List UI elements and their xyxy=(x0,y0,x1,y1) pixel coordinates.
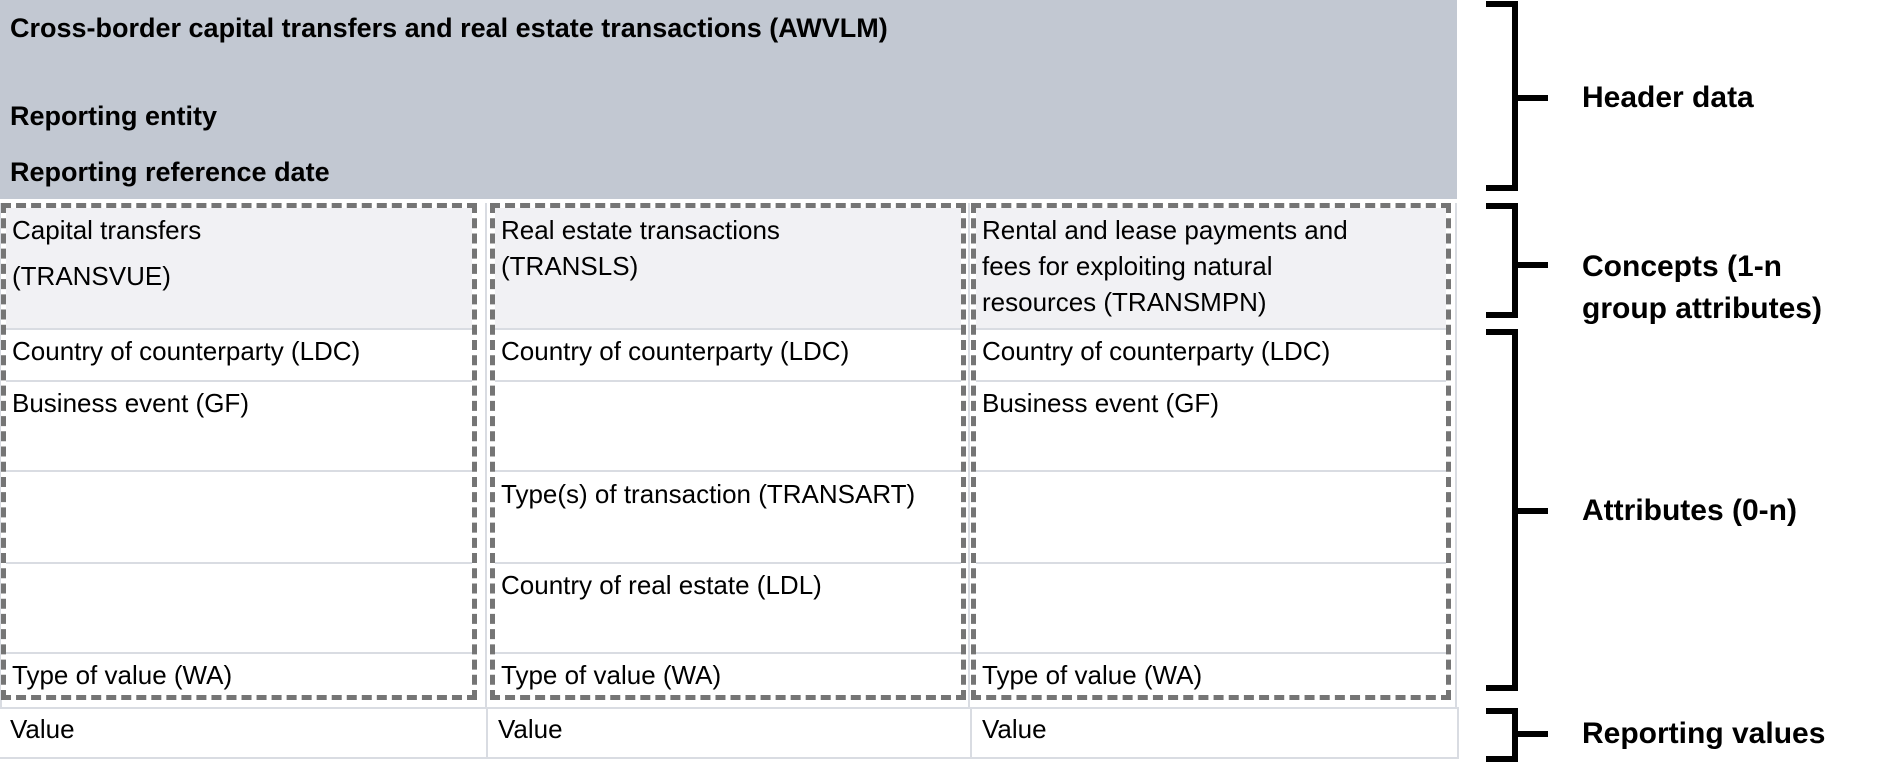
attribute-cell-empty xyxy=(976,562,1446,652)
bracket-concepts-top-cap xyxy=(1486,203,1518,209)
concept-line: (TRANSLS) xyxy=(501,251,639,281)
concept-line: Capital transfers xyxy=(12,215,202,245)
attribute-cell-type-of-value: Type of value (WA) xyxy=(976,652,1446,695)
grid-line-col1-col2 xyxy=(485,203,487,707)
annotation-header-data: Header data xyxy=(1582,81,1754,114)
attribute-cell-country-of-counterparty: Country of counterparty (LDC) xyxy=(976,328,1446,380)
bracket-reporting-values-tick xyxy=(1512,731,1548,737)
value-cell: Value xyxy=(970,709,1459,757)
concept-line: Rental and lease payments and xyxy=(982,215,1348,245)
reporting-entity-label: Reporting entity xyxy=(10,101,217,131)
bracket-attributes-tick xyxy=(1512,508,1548,514)
attribute-cell-country-of-real-estate: Country of real estate (LDL) xyxy=(495,562,961,652)
concept-line: Real estate transactions xyxy=(501,215,780,245)
value-cell: Value xyxy=(10,714,75,744)
attribute-cell-type-of-value: Type of value (WA) xyxy=(495,652,961,695)
concept-line: fees for exploiting natural xyxy=(982,251,1273,281)
bracket-reporting-values-top-cap xyxy=(1486,708,1518,714)
annotation-concepts-line2: group attributes) xyxy=(1582,292,1822,325)
concept-line: (TRANSVUE) xyxy=(12,261,171,291)
attribute-cell-empty xyxy=(495,380,961,470)
concept-header-transls: Real estate transactions (TRANSLS) xyxy=(495,208,961,328)
annotation-reporting-values: Reporting values xyxy=(1582,717,1826,750)
form-title: Cross-border capital transfers and real … xyxy=(10,13,888,43)
attribute-cell-type-of-transaction: Type(s) of transaction (TRANSART) xyxy=(495,470,961,562)
attribute-cell-empty xyxy=(976,470,1446,562)
attribute-cell-business-event: Business event (GF) xyxy=(976,380,1446,470)
header-data-block: Cross-border capital transfers and real … xyxy=(0,0,1457,199)
bracket-concepts-bar xyxy=(1512,203,1518,318)
attribute-cell-country-of-counterparty: Country of counterparty (LDC) xyxy=(6,328,472,380)
bracket-reporting-values-bottom-cap xyxy=(1486,756,1518,762)
concept-column-transls: Real estate transactions (TRANSLS) Count… xyxy=(490,203,966,700)
attribute-cell-country-of-counterparty: Country of counterparty (LDC) xyxy=(495,328,961,380)
annotation-concepts-line1: Concepts (1-n xyxy=(1582,250,1783,283)
annotation-concepts: Concepts (1-n group attributes) xyxy=(1582,246,1822,330)
annotation-attributes: Attributes (0-n) xyxy=(1582,494,1797,527)
value-cell: Value xyxy=(486,709,970,757)
attribute-cell-business-event: Business event (GF) xyxy=(6,380,472,470)
bracket-attributes-bottom-cap xyxy=(1486,685,1518,691)
attribute-cell-empty xyxy=(6,470,472,562)
bracket-header-bottom-cap xyxy=(1486,185,1518,191)
concept-column-transmpn: Rental and lease payments and fees for e… xyxy=(971,203,1451,700)
attribute-cell-empty xyxy=(6,562,472,652)
reporting-reference-date-label: Reporting reference date xyxy=(10,157,330,187)
bracket-header-top-cap xyxy=(1486,1,1518,7)
concept-header-transmpn: Rental and lease payments and fees for e… xyxy=(976,208,1446,328)
concept-column-transvue: Capital transfers (TRANSVUE) Country of … xyxy=(1,203,477,700)
concept-header-transvue: Capital transfers (TRANSVUE) xyxy=(6,208,472,328)
bracket-attributes-top-cap xyxy=(1486,329,1518,335)
concept-line: resources (TRANSMPN) xyxy=(982,287,1267,317)
grid-line-right xyxy=(1455,203,1457,707)
bracket-concepts-tick xyxy=(1512,262,1548,268)
bracket-header-tick xyxy=(1512,95,1548,101)
grid-line-col2-col3 xyxy=(968,203,970,707)
value-row: Value Value Value xyxy=(0,707,1459,759)
bracket-concepts-bottom-cap xyxy=(1486,312,1518,318)
attribute-cell-type-of-value: Type of value (WA) xyxy=(6,652,472,695)
